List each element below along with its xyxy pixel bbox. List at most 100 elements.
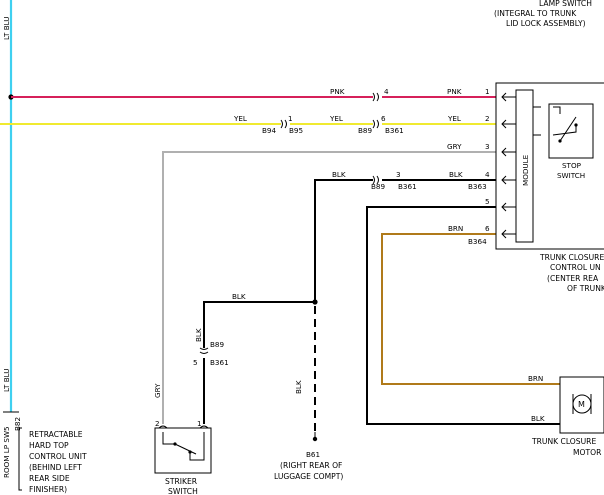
conn-b94: B94 bbox=[262, 126, 277, 135]
pnk-label-right: PNK bbox=[447, 87, 462, 96]
conn-b361-3: B361 bbox=[210, 358, 229, 367]
module-pin-1: 1 bbox=[485, 87, 490, 96]
striker-pin-connector bbox=[158, 425, 209, 429]
striker-switch: 2 1 STRIKER SWITCH bbox=[154, 419, 212, 495]
blk-label-vertical-top: BLK bbox=[194, 328, 203, 342]
stop-switch-box bbox=[548, 103, 594, 159]
inline-connector-b94 bbox=[280, 119, 287, 129]
blk-motor-wire bbox=[366, 206, 560, 425]
module-block bbox=[515, 89, 534, 243]
yel-pin-1: 1 bbox=[288, 114, 293, 123]
striker-pin-2: 2 bbox=[155, 419, 160, 428]
inline-connector-b89-b361-vertical bbox=[199, 347, 209, 354]
lt-blu-label-bottom: LT BLU bbox=[2, 368, 11, 392]
stop-switch-label-1: STOP bbox=[562, 161, 582, 170]
unit-line-5: REAR SIDE bbox=[29, 474, 70, 483]
module-pin-5: 5 bbox=[485, 197, 490, 206]
brn-label: BRN bbox=[448, 224, 463, 233]
blk-striker-circuit: BLK BLK B89 5 B361 BLK B61 (RIGHT REAR O… bbox=[193, 292, 343, 481]
gry-label: GRY bbox=[447, 142, 462, 151]
blk-motor-label: BLK bbox=[531, 414, 545, 423]
striker-switch-blade bbox=[174, 443, 197, 455]
control-unit-caption-1: TRUNK CLOSURE bbox=[539, 253, 604, 262]
brn-motor-label: BRN bbox=[528, 374, 543, 383]
conn-b363: B363 bbox=[468, 182, 487, 191]
module-pin-4: 4 bbox=[485, 170, 490, 179]
striker-pin-1: 1 bbox=[197, 419, 202, 428]
unit-bracket bbox=[18, 427, 22, 491]
inline-pin-4: 4 bbox=[384, 87, 389, 96]
conn-b361: B361 bbox=[385, 126, 404, 135]
header-line-1: LAMP SWITCH bbox=[539, 0, 592, 8]
pin-arrows bbox=[501, 92, 516, 239]
unit-line-1: RETRACTABLE bbox=[29, 430, 83, 439]
control-unit-caption-2: CONTROL UN bbox=[550, 263, 601, 272]
lt-blu-label-top: LT BLU bbox=[2, 16, 11, 40]
yel-label-3: YEL bbox=[447, 114, 461, 123]
splice-dot bbox=[312, 299, 318, 305]
control-unit-caption-4: OF TRUNK bbox=[567, 284, 604, 293]
striker-caption-2: SWITCH bbox=[168, 487, 198, 495]
header-line-2: (INTEGRAL TO TRUNK bbox=[494, 9, 577, 18]
unit-line-3: CONTROL UNIT bbox=[29, 452, 87, 461]
striker-switch-box bbox=[154, 427, 212, 474]
blk-label-vertical-bottom: BLK bbox=[294, 380, 303, 394]
blk-wire bbox=[314, 179, 373, 302]
conn-b95: B95 bbox=[289, 126, 303, 135]
control-unit-caption-3: (CENTER REA bbox=[547, 274, 599, 283]
blk-label-horizontal: BLK bbox=[232, 292, 246, 301]
pnk-circuit: PNK 4 PNK bbox=[11, 87, 496, 102]
unit-line-6: FINISHER) bbox=[29, 485, 67, 494]
striker-switch-symbol bbox=[189, 432, 205, 461]
motor-caption-1: TRUNK CLOSURE bbox=[531, 437, 596, 446]
module-pin-6: 6 bbox=[485, 224, 490, 233]
blk-label-2: BLK bbox=[449, 170, 463, 179]
hard-top-control-unit-label: RETRACTABLE HARD TOP CONTROL UNIT (BEHIN… bbox=[29, 430, 87, 494]
room-lp-sw-label: ROOM LP SW bbox=[2, 431, 11, 478]
conn-b89: B89 bbox=[358, 126, 373, 135]
gry-label-vertical: GRY bbox=[153, 383, 162, 398]
ground-caption-2: LUGGAGE COMPT) bbox=[274, 472, 343, 481]
yel-label-2: YEL bbox=[329, 114, 343, 123]
blk-label-1: BLK bbox=[332, 170, 346, 179]
brn-circuit: BRN B364 BRN bbox=[381, 224, 560, 385]
unit-line-2: HARD TOP bbox=[29, 441, 69, 450]
control-unit-box bbox=[495, 82, 604, 250]
stop-switch-label-2: SWITCH bbox=[557, 171, 585, 180]
trunk-closure-motor: M TRUNK CLOSURE MOTOR bbox=[531, 376, 604, 457]
motor-caption-2: MOTOR bbox=[573, 448, 602, 457]
conn-b361-2: B361 bbox=[398, 182, 417, 191]
lamp-switch-header: LAMP SWITCH (INTEGRAL TO TRUNK LID LOCK … bbox=[494, 0, 592, 28]
yel-pin-6: 6 bbox=[381, 114, 386, 123]
blk-striker-wire bbox=[203, 301, 315, 348]
module-pins: 1 2 3 4 5 6 bbox=[485, 87, 516, 239]
stop-switch-symbol bbox=[553, 106, 561, 114]
pnk-label: PNK bbox=[330, 87, 345, 96]
motor-box bbox=[559, 376, 604, 434]
blk-pin-5: 5 bbox=[193, 358, 198, 367]
blk-upper-circuit: BLK 3 B89 B361 BLK B363 bbox=[314, 170, 496, 302]
striker-caption-1: STRIKER bbox=[165, 477, 198, 486]
module-pin-2: 2 bbox=[485, 114, 490, 123]
header-line-3: LID LOCK ASSEMBLY) bbox=[506, 19, 586, 28]
gry-circuit: GRY GRY bbox=[153, 142, 496, 424]
conn-b364: B364 bbox=[468, 237, 487, 246]
stop-switch-blade bbox=[559, 116, 577, 142]
blk-pin-3: 3 bbox=[396, 170, 401, 179]
module-label: MODULE bbox=[521, 154, 530, 186]
yel-label-1: YEL bbox=[233, 114, 247, 123]
inline-connector-b89 bbox=[372, 119, 379, 129]
lt-blu-bus: LT BLU LT BLU 5 B82 ROOM LP SW bbox=[2, 0, 22, 491]
pin-label: 5 bbox=[2, 426, 11, 431]
blk-motor-circuit: BLK bbox=[366, 206, 560, 425]
inline-connector bbox=[372, 92, 379, 102]
motor-symbol: M bbox=[578, 400, 585, 409]
trunk-closure-control-unit: MODULE 1 2 3 4 5 6 bbox=[485, 82, 604, 293]
ground-label-b61: B61 bbox=[306, 450, 320, 459]
unit-line-4: (BEHIND LEFT bbox=[29, 463, 82, 472]
brn-wire bbox=[381, 233, 560, 385]
module-pin-3: 3 bbox=[485, 142, 490, 151]
striker-switch-symbol bbox=[162, 432, 175, 445]
stop-switch: STOP SWITCH bbox=[533, 103, 594, 180]
